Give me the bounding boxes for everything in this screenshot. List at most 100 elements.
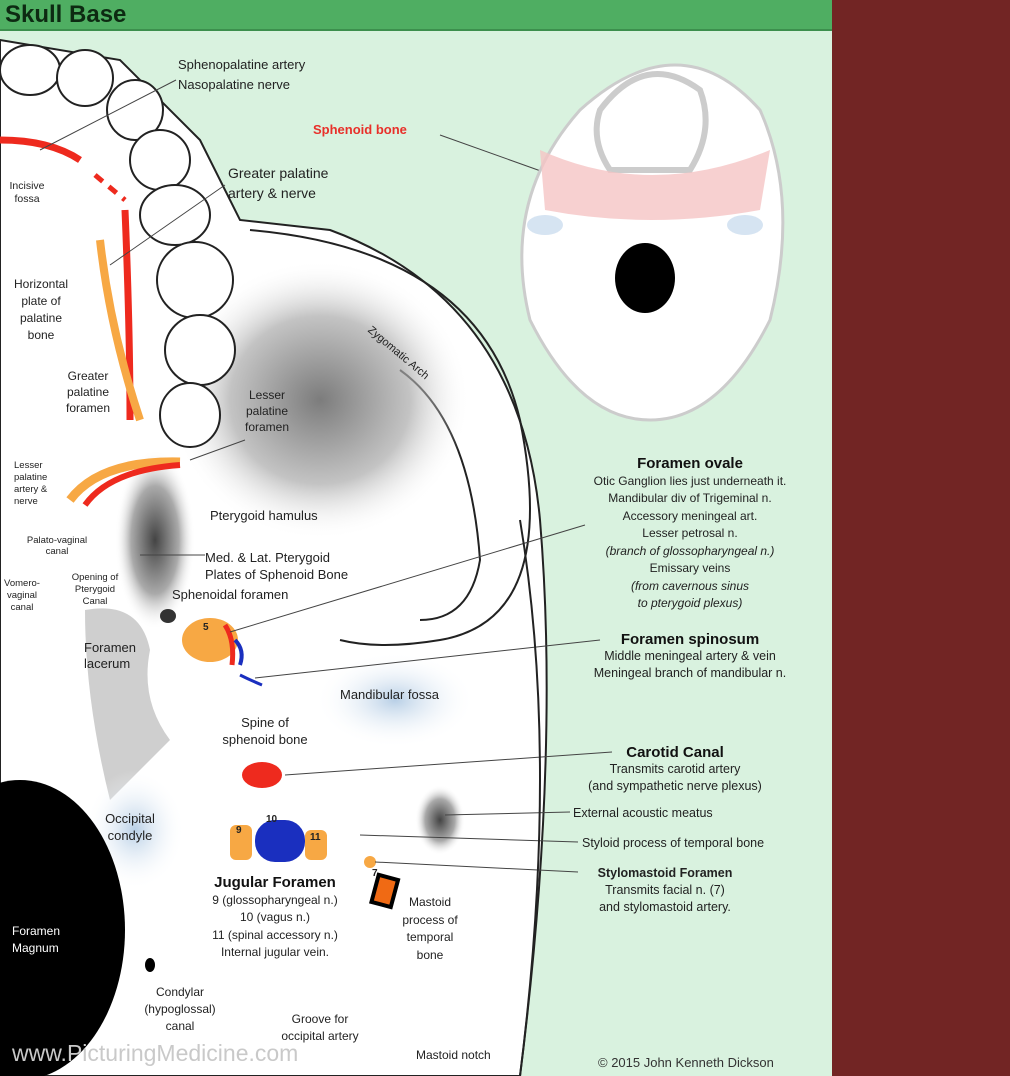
nerve-number-7: 7	[372, 868, 378, 879]
stylomastoid-line: Transmits facial n. (7)	[605, 883, 725, 897]
title-bar: Skull Base	[0, 0, 832, 31]
label-styloid-process: Styloid process of temporal bone	[582, 836, 765, 850]
label-mastoid-3: temporal	[406, 930, 454, 944]
label-mastoid-1: Mastoid	[408, 895, 452, 909]
mini-skull-inferior-view	[520, 63, 785, 422]
zygomatic-arch	[249, 229, 531, 646]
stylomastoid-title: Stylomastoid Foramen	[597, 866, 733, 880]
label-mastoid-notch: Mastoid notch	[416, 1048, 491, 1062]
mandibular-fossa	[315, 652, 475, 748]
label-fossa: fossa	[14, 193, 40, 205]
foramen-spinosum-title: Foramen spinosum	[620, 631, 760, 648]
watermark: www.PicturingMedicine.com	[12, 1040, 299, 1066]
label-palatovaginal-2: canal	[45, 546, 69, 557]
foramen-ovale-title: Foramen ovale	[637, 455, 743, 472]
label-mandibular-fossa: Mandibular fossa	[340, 687, 439, 702]
label-greater-palatine-1: Greater palatine	[228, 165, 329, 181]
label-mastoid-4: bone	[416, 947, 444, 962]
label-groove-2: occipital artery	[281, 1029, 359, 1043]
label-greater-palatine-2: artery & nerve	[228, 185, 316, 201]
spinosum-line: Middle meningeal artery & vein	[604, 649, 776, 663]
ovale-line: Accessory meningeal art.	[622, 508, 758, 523]
foramen-ovale-block: Foramen ovale Otic Ganglion lies just un…	[555, 455, 825, 613]
label-lpf-1: Lesser	[248, 388, 286, 402]
label-groove-1: Groove for	[291, 1012, 349, 1026]
foramen-magnum-shape	[0, 780, 125, 1076]
label-opening-3: Canal	[82, 596, 108, 607]
stylomastoid-block: Stylomastoid Foramen Transmits facial n.…	[565, 865, 765, 916]
jugular-line: 9 (glossopharyngeal n.)	[212, 892, 338, 907]
ovale-line: (branch of glossopharyngeal n.)	[605, 543, 775, 558]
foramen-spinosum-block: Foramen spinosum Middle meningeal artery…	[555, 631, 825, 682]
label-sphenopalatine-artery: Sphenopalatine artery	[178, 57, 306, 72]
carotid-line: (and sympathetic nerve plexus)	[588, 779, 762, 793]
copyright: © 2015 John Kenneth Dickson	[598, 1055, 774, 1070]
carotid-canal-title: Carotid Canal	[626, 744, 724, 761]
label-spine-1: Spine of	[241, 715, 289, 730]
label-gpf-1: Greater	[67, 369, 109, 383]
label-pterygoid-hamulus: Pterygoid hamulus	[210, 508, 318, 523]
label-lpan-4: nerve	[14, 496, 38, 507]
label-lpf-2: palatine	[245, 404, 289, 418]
label-nasopalatine-nerve: Nasopalatine nerve	[178, 77, 291, 92]
nerve-number-10: 10	[266, 814, 278, 825]
label-bone: bone	[27, 328, 55, 342]
label-condylar-3: canal	[165, 1019, 195, 1033]
label-gpf-2: palatine	[66, 385, 110, 399]
ovale-line: Lesser petrosal n.	[642, 526, 738, 540]
nerve-number-5: 5	[203, 622, 209, 633]
skull-base-illustration	[0, 38, 785, 1076]
ovale-line: Otic Ganglion lies just underneath it.	[593, 473, 787, 488]
nerve-number-9: 9	[236, 825, 242, 836]
carotid-canal-shape	[242, 762, 282, 788]
carotid-line: Transmits carotid artery	[609, 762, 741, 776]
stylomastoid-line: and stylomastoid artery.	[599, 900, 731, 914]
label-opening-1: Opening of	[71, 572, 119, 583]
ovale-line: to pterygoid plexus)	[637, 596, 743, 610]
jugular-foramen-block: Jugular Foramen 9 (glossopharyngeal n.) 1…	[190, 874, 360, 962]
carotid-canal-block: Carotid Canal Transmits carotid artery (a…	[545, 744, 805, 795]
label-magnum-2: Magnum	[12, 941, 59, 955]
label-palatine: palatine	[19, 311, 63, 325]
jugular-title: Jugular Foramen	[214, 874, 336, 891]
label-lacerum-1: Foramen	[84, 640, 137, 655]
label-occipital-2: condyle	[107, 828, 153, 843]
spinosum-line: Meningeal branch of mandibular n.	[593, 666, 787, 680]
label-occipital-1: Occipital	[105, 811, 155, 826]
label-lpan-2: palatine	[14, 472, 48, 483]
nerve-number-11: 11	[310, 832, 321, 843]
label-vomero-3: canal	[10, 602, 34, 613]
label-external-acoustic-meatus: External acoustic meatus	[573, 806, 713, 820]
label-spine-2: sphenoid bone	[222, 732, 308, 747]
jugular-line: 11 (spinal accessory n.)	[212, 927, 338, 942]
label-lacerum-2: lacerum	[84, 656, 131, 671]
page-title: Skull Base	[5, 1, 127, 28]
label-lpan-1: Lesser	[14, 460, 43, 471]
label-vomero-1: Vomero-	[4, 578, 40, 589]
ovale-line: (from cavernous sinus	[630, 578, 750, 593]
label-condylar-1: Condylar	[155, 985, 205, 999]
label-incisive: Incisive	[9, 180, 45, 192]
jugular-line: Internal jugular vein.	[220, 945, 330, 959]
label-opening-2: Pterygoid	[74, 584, 116, 595]
label-vomero-2: vaginal	[6, 590, 38, 601]
teeth	[0, 44, 236, 448]
label-plate: plate of	[21, 294, 61, 308]
ovale-line: Mandibular div of Trigeminal n.	[608, 491, 772, 505]
label-plates-1: Med. & Lat. Pterygoid	[205, 550, 331, 565]
label-palatovaginal-1: Palato-vaginal	[26, 535, 88, 546]
label-sphenoid-bone: Sphenoid bone	[313, 122, 407, 137]
foramen-lacerum-area	[85, 608, 170, 800]
label-condylar-2: (hypoglossal)	[144, 1002, 216, 1016]
diagram-panel: Skull Base Sphenopalatine artery Nasopal…	[0, 0, 832, 1076]
label-gpf-3: foramen	[65, 401, 111, 415]
label-mastoid-2: process of	[402, 912, 458, 927]
label-horizontal: Horizontal	[13, 277, 69, 291]
label-plates-2: Plates of Sphenoid Bone	[205, 567, 349, 582]
ovale-line: Emissary veins	[649, 561, 731, 575]
label-lpf-3: foramen	[244, 420, 290, 434]
jugular-line: 10 (vagus n.)	[239, 910, 311, 924]
label-magnum-1: Foramen	[12, 924, 61, 938]
label-lpan-3: artery &	[14, 484, 48, 495]
label-sphenoidal-foramen: Sphenoidal foramen	[172, 587, 289, 602]
